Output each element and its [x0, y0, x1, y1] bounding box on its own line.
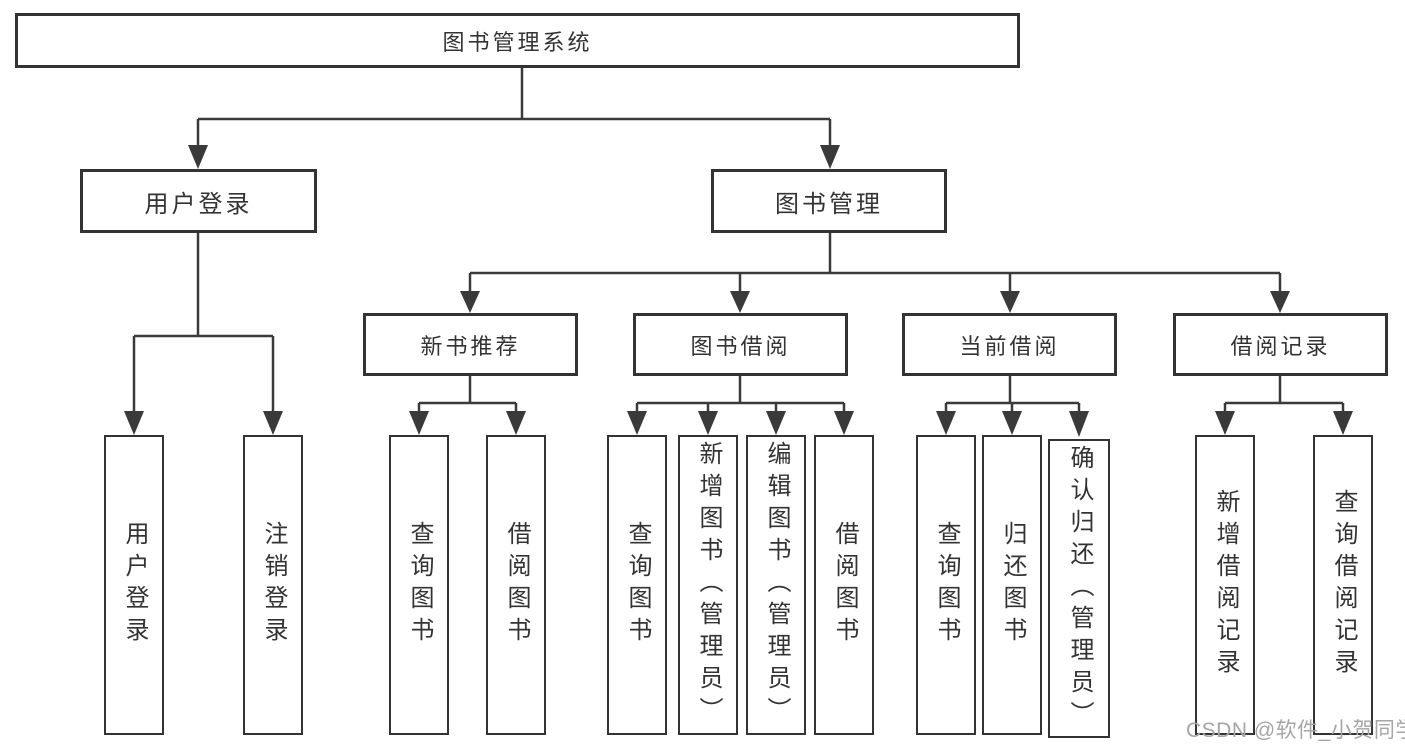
node-label: 编辑图书（管理员） — [763, 441, 790, 729]
node-label: 用户登录 — [121, 521, 148, 649]
node-label: 确认归还（管理员） — [1066, 444, 1093, 733]
node-logout-leaf: 注销登录 — [243, 435, 303, 735]
node-label: 查询图书 — [406, 521, 433, 649]
node-recommend-query-book: 查询图书 — [389, 435, 449, 735]
node-label: 注销登录 — [260, 521, 287, 649]
node-user-login-leaf: 用户登录 — [104, 435, 164, 735]
node-borrowing-borrow-book: 借阅图书 — [814, 435, 874, 735]
node-label: 借阅图书 — [503, 521, 530, 649]
node-records-query-borrow-record: 查询借阅记录 — [1313, 435, 1373, 735]
node-book-borrowing: 图书借阅 — [633, 313, 848, 376]
node-borrowing-records: 借阅记录 — [1173, 313, 1388, 376]
node-label: 查询借阅记录 — [1330, 489, 1357, 681]
node-current-return-book: 归还图书 — [982, 435, 1042, 735]
node-user-login: 用户登录 — [80, 169, 317, 233]
node-label: 新增借阅记录 — [1212, 489, 1239, 681]
node-borrowing-add-book-admin: 新增图书（管理员） — [678, 435, 738, 735]
node-label: 查询图书 — [624, 521, 651, 649]
node-label: 借阅图书 — [831, 521, 858, 649]
node-new-book-recommend: 新书推荐 — [363, 313, 578, 376]
node-recommend-borrow-book: 借阅图书 — [486, 435, 546, 735]
node-current-confirm-return-admin: 确认归还（管理员） — [1048, 439, 1110, 738]
node-current-borrowing: 当前借阅 — [902, 313, 1117, 376]
node-label: 归还图书 — [999, 521, 1026, 649]
node-label: 查询图书 — [933, 521, 960, 649]
node-borrowing-edit-book-admin: 编辑图书（管理员） — [746, 435, 806, 735]
node-label: 新增图书（管理员） — [695, 441, 722, 729]
node-library-system: 图书管理系统 — [15, 13, 1020, 68]
watermark: CSDN @软件_小贺同学 — [1186, 719, 1405, 742]
node-current-query-book: 查询图书 — [916, 435, 976, 735]
node-records-add-borrow-record: 新增借阅记录 — [1195, 435, 1255, 735]
node-borrowing-query-book: 查询图书 — [607, 435, 667, 735]
node-book-management: 图书管理 — [711, 169, 947, 233]
